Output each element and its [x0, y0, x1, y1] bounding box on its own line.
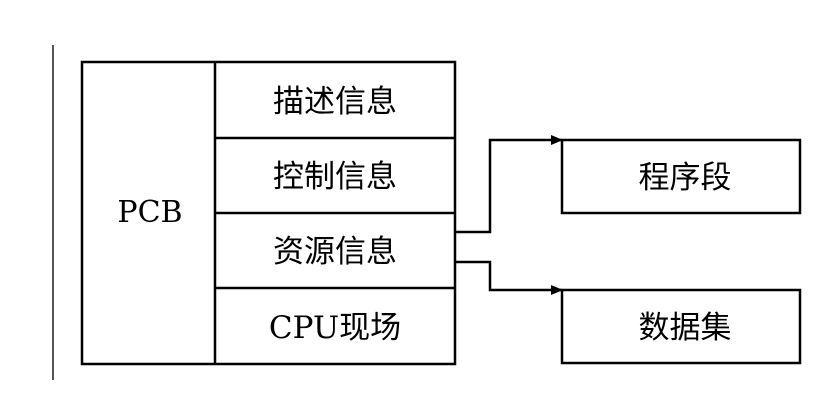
data-set-box — [560, 288, 802, 365]
row-label-cpu-context: CPU现场 — [269, 310, 401, 346]
arrow-to-data-set — [455, 260, 563, 295]
row-label-resource-info: 资源信息 — [273, 234, 397, 270]
program-segment-box — [560, 138, 802, 215]
pcb-label: PCB — [117, 195, 182, 230]
data-set-label: 数据集 — [639, 310, 732, 346]
row-label-descriptive-info: 描述信息 — [273, 84, 397, 120]
row-label-control-info: 控制信息 — [273, 159, 397, 195]
arrow-to-program-segment — [455, 135, 563, 234]
program-segment-label: 程序段 — [639, 160, 732, 196]
